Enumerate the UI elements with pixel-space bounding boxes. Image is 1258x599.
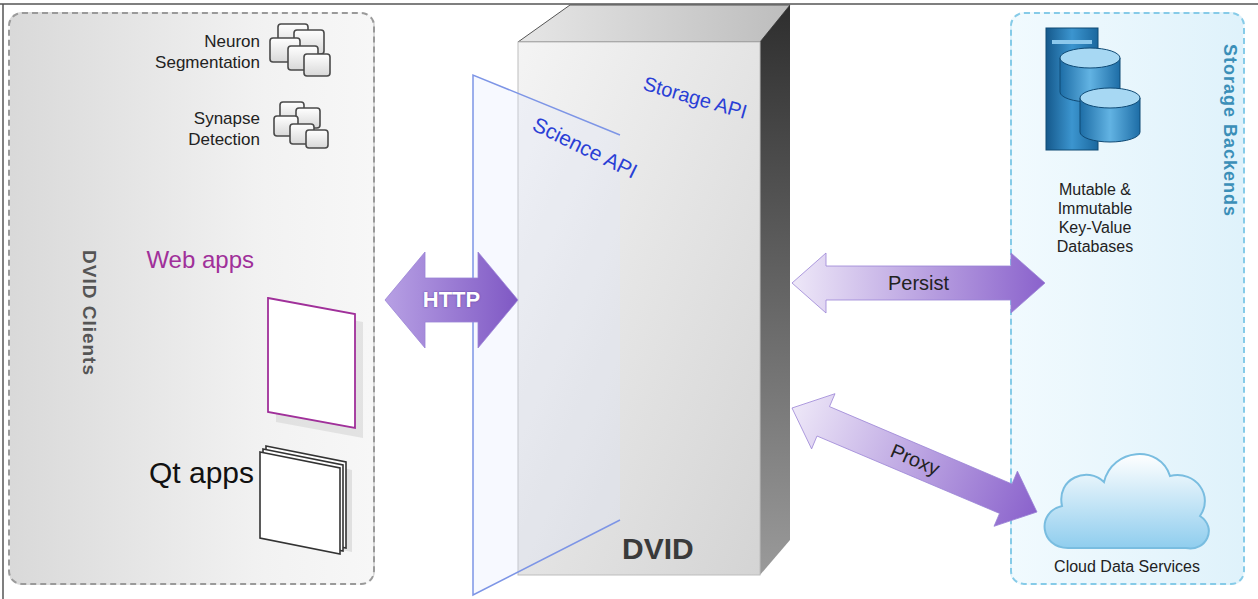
client-item: Web apps <box>114 240 254 280</box>
client-item: Qt apps <box>114 450 254 496</box>
web-page-icon <box>268 298 355 428</box>
client-item: Neuron Segmentation <box>142 22 260 82</box>
block-arrow <box>792 394 1037 527</box>
box-top <box>518 5 790 42</box>
node-text: DVID <box>622 532 694 566</box>
node-text: Synapse Detection <box>142 108 260 150</box>
frame-line <box>0 4 1258 599</box>
storage-item: Mutable & Immutable Key-Value Databases <box>1045 178 1145 258</box>
box-side <box>760 5 790 575</box>
storage-item: Cloud Data Services <box>1037 554 1217 580</box>
node-text: Mutable & Immutable Key-Value Databases <box>1045 180 1145 256</box>
database-icon <box>1046 28 1140 150</box>
node-text: Qt apps <box>114 456 254 490</box>
node-text: Storage Backends <box>1219 44 1240 217</box>
node-text: Web apps <box>114 246 254 274</box>
node-text: Cloud Data Services <box>1037 558 1217 576</box>
node-text: Neuron Segmentation <box>142 31 260 73</box>
cloud-icon <box>1045 454 1209 548</box>
stacked-squares-icon <box>270 24 330 76</box>
block-arrow <box>385 252 518 348</box>
stacked-squares-icon <box>274 102 328 148</box>
stacked-pages-icon <box>260 446 352 554</box>
arrow-label: HTTP <box>423 287 480 313</box>
arrow-label: Persist <box>888 272 949 295</box>
node-text: DVID Clients <box>78 250 100 376</box>
block-arrow <box>792 253 1045 313</box>
client-item: Synapse Detection <box>142 100 260 158</box>
